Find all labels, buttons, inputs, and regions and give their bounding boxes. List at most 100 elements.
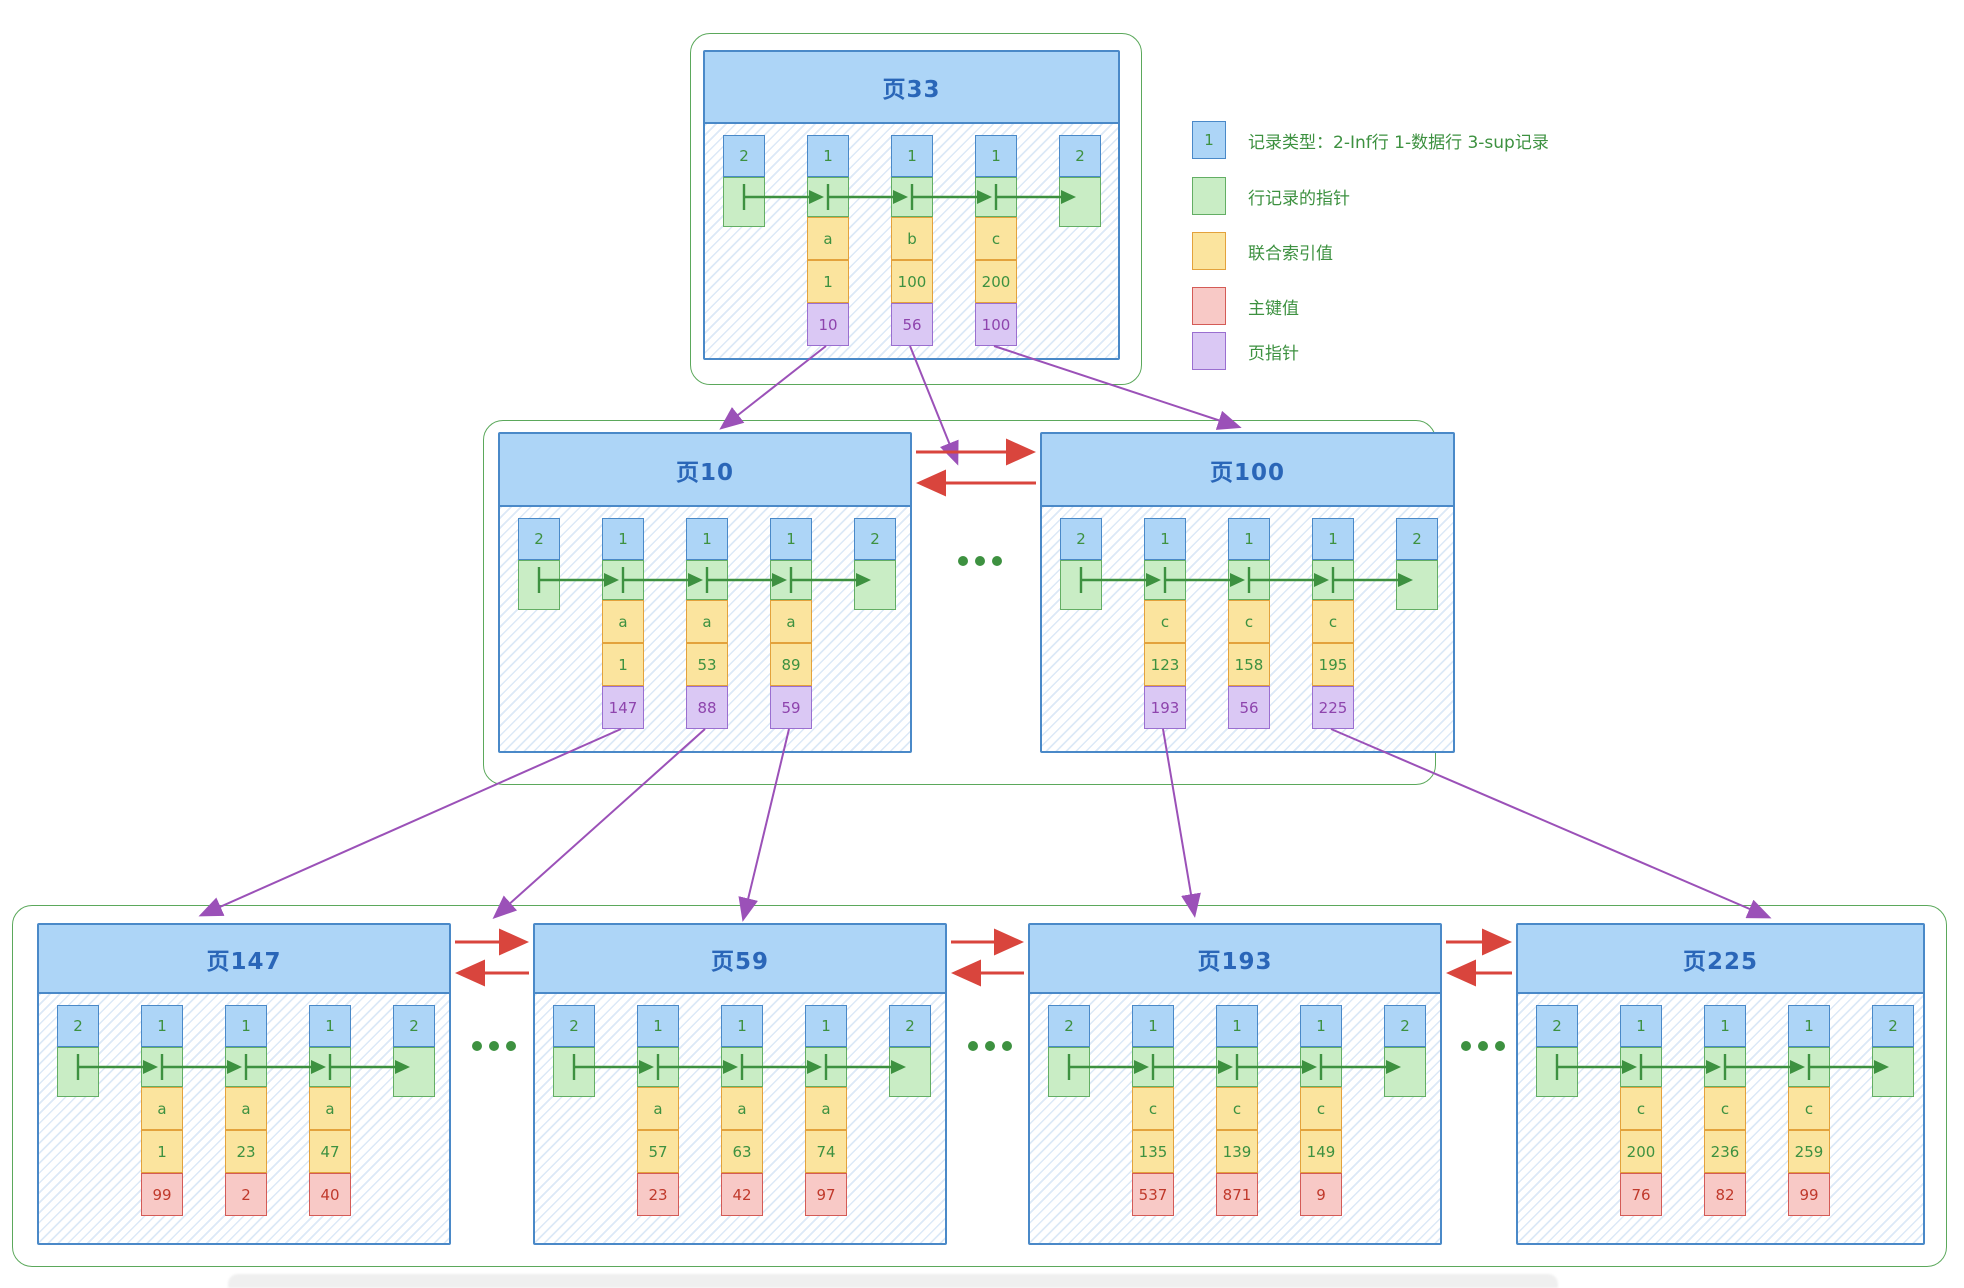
record-type-value: 1	[1804, 1017, 1814, 1035]
primary-key-value: 2	[241, 1185, 251, 1204]
page-title: 页59	[710, 948, 769, 975]
index-value: 158	[1234, 655, 1264, 674]
index-value: b	[907, 229, 917, 248]
index-value-box: 1	[807, 260, 849, 303]
primary-key-box: 537	[1132, 1173, 1174, 1216]
index-value-box: 23	[225, 1130, 267, 1173]
page-pointer-box: 193	[1144, 686, 1186, 729]
record-type-box: 2	[1872, 1005, 1914, 1047]
primary-key-box: 2	[225, 1173, 267, 1216]
index-value: c	[1804, 1099, 1814, 1118]
index-value-box: 149	[1300, 1130, 1342, 1173]
page-title: 页100	[1209, 459, 1285, 486]
record-pointer-box	[602, 560, 644, 600]
page-pointer-value: 100	[981, 315, 1011, 334]
record-type-value: 1	[786, 530, 796, 548]
index-value: c	[1160, 612, 1170, 631]
record-type-box: 1	[1300, 1005, 1342, 1047]
primary-key-box: 99	[1788, 1173, 1830, 1216]
record-type-value: 1	[1720, 1017, 1730, 1035]
page-title-bar: 页147	[39, 925, 449, 994]
record-type-box: 1	[805, 1005, 847, 1047]
index-value-box: 195	[1312, 643, 1354, 686]
index-value-box: 1	[602, 643, 644, 686]
legend-label: 页指针	[1248, 343, 1299, 364]
primary-key-box: 97	[805, 1173, 847, 1216]
record-type-box: 1	[637, 1005, 679, 1047]
record-type-box: 1	[309, 1005, 351, 1047]
record-type-box: 1	[1228, 518, 1270, 560]
index-value-box: 89	[770, 643, 812, 686]
primary-key-box: 82	[1704, 1173, 1746, 1216]
record-type-value: 2	[409, 1017, 419, 1035]
index-value: a	[618, 612, 628, 631]
record-type-value: 1	[325, 1017, 335, 1035]
record-type-box: 1	[1132, 1005, 1174, 1047]
index-value-box: a	[602, 600, 644, 643]
primary-key-value: 99	[152, 1185, 172, 1204]
page-pointer-box: 88	[686, 686, 728, 729]
record-type-value: 1	[1636, 1017, 1646, 1035]
primary-key-value: 871	[1222, 1185, 1252, 1204]
record-type-value: 1	[1232, 1017, 1242, 1035]
record-type-value: 1	[821, 1017, 831, 1035]
record-type-box: 1	[1620, 1005, 1662, 1047]
page-pointer-box: 147	[602, 686, 644, 729]
index-value-box: 123	[1144, 643, 1186, 686]
index-value: a	[653, 1099, 663, 1118]
record-type-box: 1	[1312, 518, 1354, 560]
page-pointer-box: 59	[770, 686, 812, 729]
legend-label: 联合索引值	[1248, 243, 1333, 264]
record-type-box: 2	[1060, 518, 1102, 560]
page-title: 页193	[1197, 948, 1273, 975]
index-value-box: 135	[1132, 1130, 1174, 1173]
ellipsis-icon	[472, 1041, 516, 1051]
legend-label: 主键值	[1248, 298, 1299, 319]
index-value-box: c	[1132, 1087, 1174, 1130]
index-value: 63	[732, 1142, 752, 1161]
index-value-box: c	[1216, 1087, 1258, 1130]
record-pointer-box	[975, 177, 1017, 217]
record-type-value: 2	[1076, 530, 1086, 548]
index-value-box: a	[807, 217, 849, 260]
record-type-value: 1	[1148, 1017, 1158, 1035]
primary-key-value: 23	[648, 1185, 668, 1204]
record-type-value: 2	[1552, 1017, 1562, 1035]
primary-key-value: 82	[1715, 1185, 1735, 1204]
index-value: 23	[236, 1142, 256, 1161]
record-pointer-box	[518, 560, 560, 610]
legend-swatch-text: 1	[1204, 131, 1214, 149]
primary-key-value: 97	[816, 1185, 836, 1204]
record-type-value: 2	[73, 1017, 83, 1035]
primary-key-value: 40	[320, 1185, 340, 1204]
page-title-bar: 页10	[500, 434, 910, 507]
index-value: 1	[157, 1142, 167, 1161]
record-type-box: 1	[891, 135, 933, 177]
index-value-box: c	[1312, 600, 1354, 643]
record-type-box: 2	[1059, 135, 1101, 177]
index-value: 139	[1222, 1142, 1252, 1161]
page-pointer-box: 56	[1228, 686, 1270, 729]
record-pointer-box	[891, 177, 933, 217]
bottom-shadow	[228, 1274, 1558, 1288]
record-pointer-box	[721, 1047, 763, 1087]
index-value-box: c	[1704, 1087, 1746, 1130]
page-pointer-box: 10	[807, 303, 849, 346]
primary-key-value: 99	[1799, 1185, 1819, 1204]
primary-key-box: 23	[637, 1173, 679, 1216]
index-value: 57	[648, 1142, 668, 1161]
index-value-box: 100	[891, 260, 933, 303]
primary-key-box: 76	[1620, 1173, 1662, 1216]
index-value-box: a	[805, 1087, 847, 1130]
record-type-box: 1	[1216, 1005, 1258, 1047]
record-type-value: 1	[157, 1017, 167, 1035]
primary-key-box: 42	[721, 1173, 763, 1216]
record-type-value: 1	[823, 147, 833, 165]
index-value-box: 63	[721, 1130, 763, 1173]
record-type-value: 1	[1244, 530, 1254, 548]
record-type-box: 2	[854, 518, 896, 560]
